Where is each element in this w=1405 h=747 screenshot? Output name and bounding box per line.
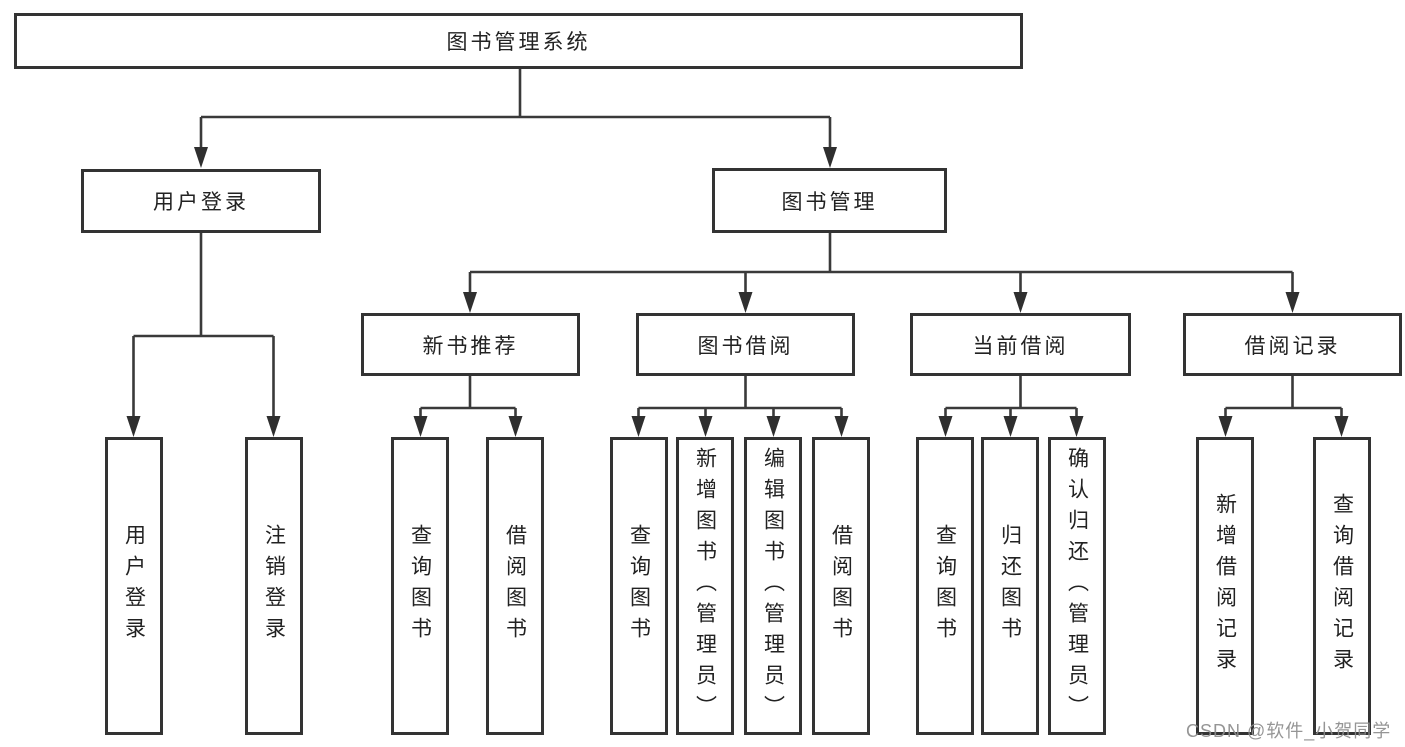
leaf-recommend-borrow-book-label: 借阅图书 [503,524,527,648]
leaf-return-book: 归还图书 [981,437,1039,735]
leaf-edit-book-admin-label: 编辑图书（管理员） [761,446,785,726]
leaf-recommend-query-book-label: 查询图书 [408,524,432,648]
leaf-logout: 注销登录 [245,437,303,735]
leaf-edit-book-admin: 编辑图书（管理员） [744,437,802,735]
node-current-borrow-label: 当前借阅 [972,334,1069,358]
leaf-confirm-return-admin: 确认归还（管理员） [1048,437,1106,735]
leaf-query-borrow-record-label: 查询借阅记录 [1330,493,1354,679]
leaf-return-book-label: 归还图书 [998,524,1022,648]
node-root-label: 图书管理系统 [446,31,591,54]
leaf-add-borrow-record: 新增借阅记录 [1196,437,1254,735]
node-book-borrow: 图书借阅 [636,313,855,376]
leaf-logout-label: 注销登录 [262,524,286,648]
node-book-management-label: 图书管理 [781,190,878,214]
node-user-login-label: 用户登录 [153,191,249,214]
leaf-recommend-query-book: 查询图书 [391,437,449,735]
leaf-current-query-book: 查询图书 [916,437,974,735]
leaf-add-book-admin-label: 新增图书（管理员） [693,446,717,726]
node-new-book-recommend: 新书推荐 [361,313,580,376]
leaf-query-borrow-record: 查询借阅记录 [1313,437,1371,735]
leaf-borrow-query-book-label: 查询图书 [627,524,651,648]
leaf-add-book-admin: 新增图书（管理员） [676,437,734,735]
leaf-add-borrow-record-label: 新增借阅记录 [1213,493,1237,679]
leaf-user-login: 用户登录 [105,437,163,735]
leaf-borrow-query-book: 查询图书 [610,437,668,735]
leaf-current-query-book-label: 查询图书 [933,524,957,648]
leaf-user-login-label: 用户登录 [122,524,146,648]
node-book-borrow-label: 图书借阅 [697,334,794,358]
leaf-recommend-borrow-book: 借阅图书 [486,437,544,735]
leaf-borrow-book-label: 借阅图书 [829,524,853,648]
leaf-borrow-book: 借阅图书 [812,437,870,735]
node-current-borrow: 当前借阅 [910,313,1131,376]
leaf-confirm-return-admin-label: 确认归还（管理员） [1065,446,1089,726]
node-book-management: 图书管理 [712,168,947,233]
node-borrow-records-label: 借阅记录 [1244,334,1341,358]
node-borrow-records: 借阅记录 [1183,313,1402,376]
csdn-watermark: CSDN @软件_小贺同学 [1186,721,1392,741]
node-user-login: 用户登录 [81,169,321,233]
node-new-book-recommend-label: 新书推荐 [422,334,519,358]
node-root: 图书管理系统 [14,13,1023,69]
